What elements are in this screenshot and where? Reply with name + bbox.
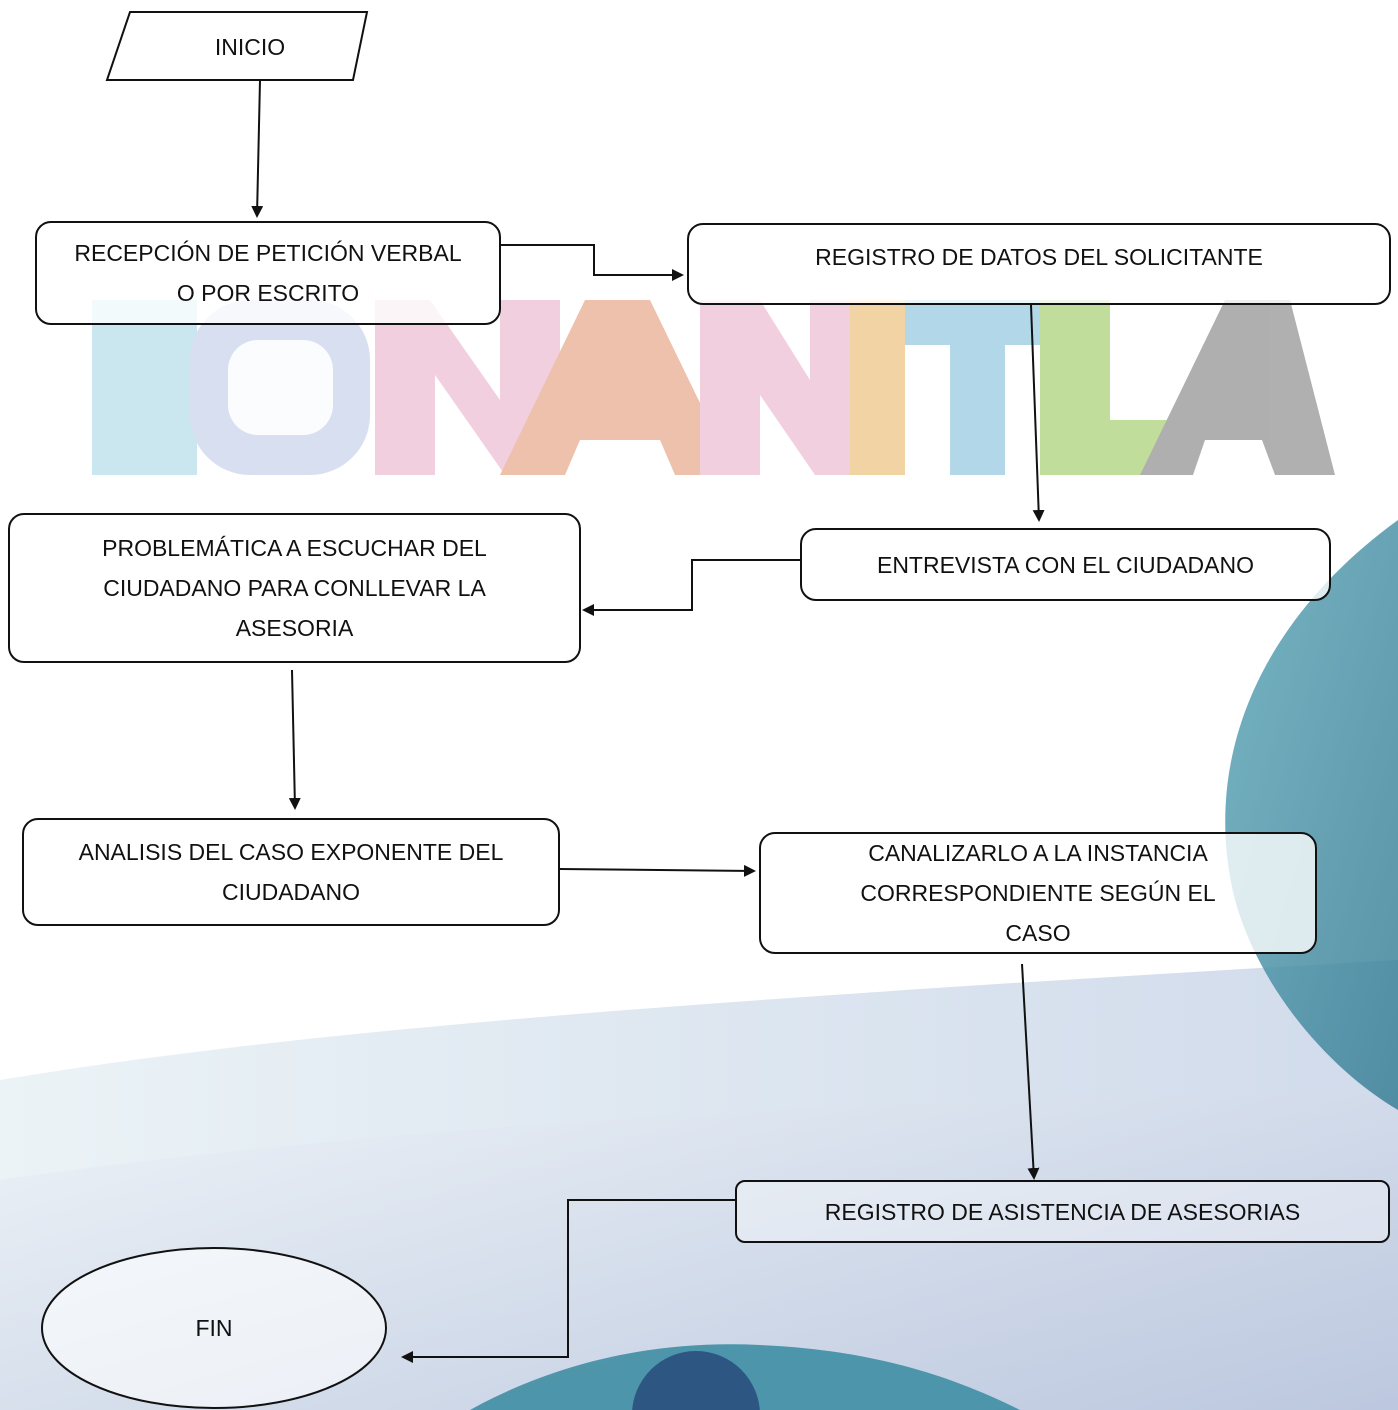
step-canalizar-box: CANALIZARLO A LA INSTANCIA CORRESPONDIEN… xyxy=(759,832,1317,954)
watermark-letter-i xyxy=(850,300,905,475)
connector-registro-asistencia-fin xyxy=(401,1199,735,1363)
tonanitla-letters xyxy=(92,300,1335,475)
connector-problematica-analisis xyxy=(288,669,301,810)
watermark-letter-l xyxy=(1040,300,1175,475)
connector-registro-entrevista xyxy=(1030,304,1045,522)
connector-entrevista-problematica xyxy=(582,559,800,616)
start-terminal-label: INICIO xyxy=(214,34,286,60)
watermark-letter-a1 xyxy=(500,300,735,475)
step-canalizar-label: CANALIZARLO A LA INSTANCIA CORRESPONDIEN… xyxy=(860,840,1216,946)
step-analisis-label: ANALISIS DEL CASO EXPONENTE DEL CIUDADAN… xyxy=(78,839,504,905)
step-registro-datos-label: REGISTRO DE DATOS DEL SOLICITANTE xyxy=(815,244,1263,270)
step-problematica-label: PROBLEMÁTICA A ESCUCHAR DEL CIUDADANO PA… xyxy=(102,535,487,641)
start-terminal-shape xyxy=(105,11,369,81)
step-registro-datos-box: REGISTRO DE DATOS DEL SOLICITANTE xyxy=(687,223,1391,305)
connector-recepcion-registro xyxy=(501,244,684,281)
step-recepcion-label: RECEPCIÓN DE PETICIÓN VERBAL O POR ESCRI… xyxy=(74,240,462,306)
connector-canalizar-registro-asistencia xyxy=(1021,963,1040,1180)
connectors xyxy=(251,79,1045,1363)
watermark-letter-n2 xyxy=(700,300,870,475)
watermark-letter-t xyxy=(92,300,197,475)
end-terminal-label: FIN xyxy=(195,1315,233,1341)
step-registro-asistencia-box: REGISTRO DE ASISTENCIA DE ASESORIAS xyxy=(735,1180,1390,1243)
step-problematica-box: PROBLEMÁTICA A ESCUCHAR DEL CIUDADANO PA… xyxy=(8,513,581,663)
step-entrevista-label: ENTREVISTA CON EL CIUDADANO xyxy=(876,551,1254,578)
watermark-letter-a2 xyxy=(1140,300,1335,475)
page-number-circle xyxy=(632,1351,760,1410)
end-terminal-shape xyxy=(41,1247,387,1409)
connector-inicio-recepcion xyxy=(251,79,264,218)
teal-arc-right xyxy=(1225,520,1398,1110)
step-recepcion-box: RECEPCIÓN DE PETICIÓN VERBAL O POR ESCRI… xyxy=(35,221,501,325)
connector-analisis-canalizar xyxy=(559,864,756,877)
watermark-letter-o xyxy=(190,300,370,475)
watermark-letter-n1 xyxy=(375,300,560,475)
step-registro-asistencia-label: REGISTRO DE ASISTENCIA DE ASESORIAS xyxy=(824,1198,1301,1225)
watermark-letter-t2 xyxy=(905,300,1050,475)
step-analisis-box: ANALISIS DEL CASO EXPONENTE DEL CIUDADAN… xyxy=(22,818,560,926)
step-entrevista-box: ENTREVISTA CON EL CIUDADANO xyxy=(800,528,1331,601)
